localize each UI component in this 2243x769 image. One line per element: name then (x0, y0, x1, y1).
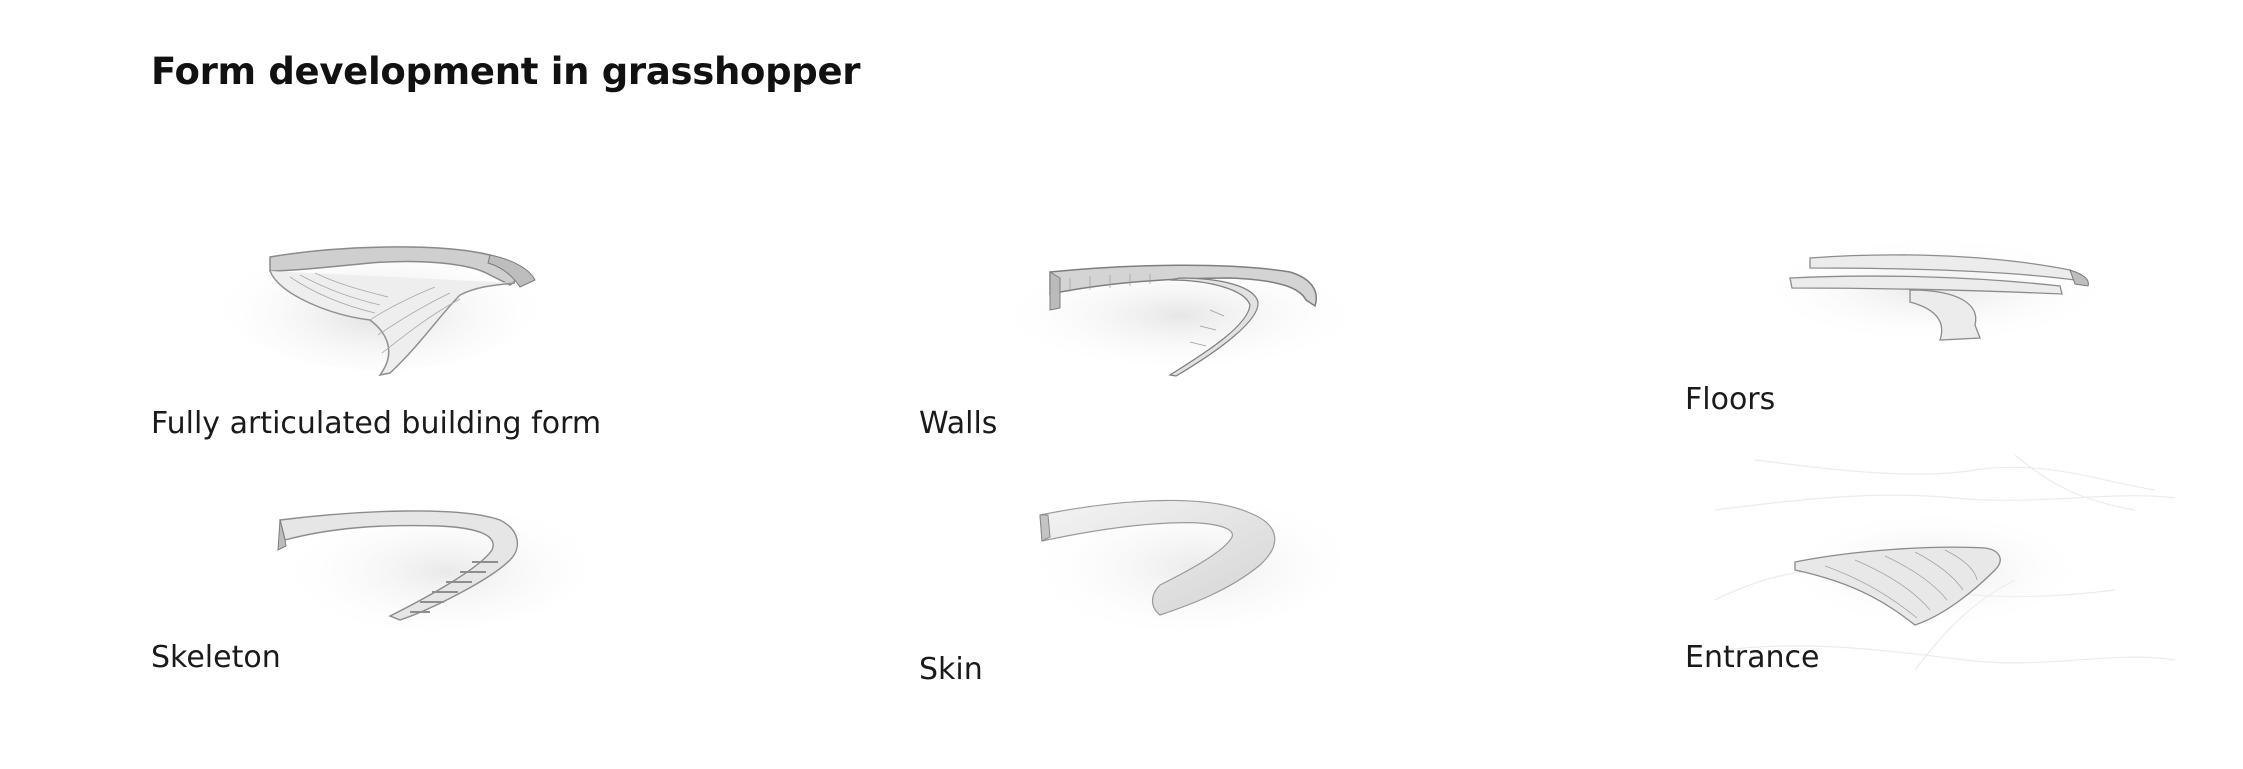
skin-render (1010, 485, 1340, 635)
caption-walls: Walls (919, 406, 998, 441)
caption-full-form: Fully articulated building form (151, 406, 602, 441)
floors-render (1770, 240, 2100, 360)
page-title: Form development in grasshopper (151, 50, 861, 93)
caption-entrance: Entrance (1685, 640, 1820, 675)
caption-skin: Skin (919, 652, 983, 687)
entrance-render (1714, 450, 2176, 680)
caption-skeleton: Skeleton (151, 640, 281, 675)
caption-floors: Floors (1685, 382, 1776, 417)
skeleton-render (260, 500, 585, 640)
walls-render (1010, 250, 1350, 390)
full-form-render (220, 225, 550, 385)
